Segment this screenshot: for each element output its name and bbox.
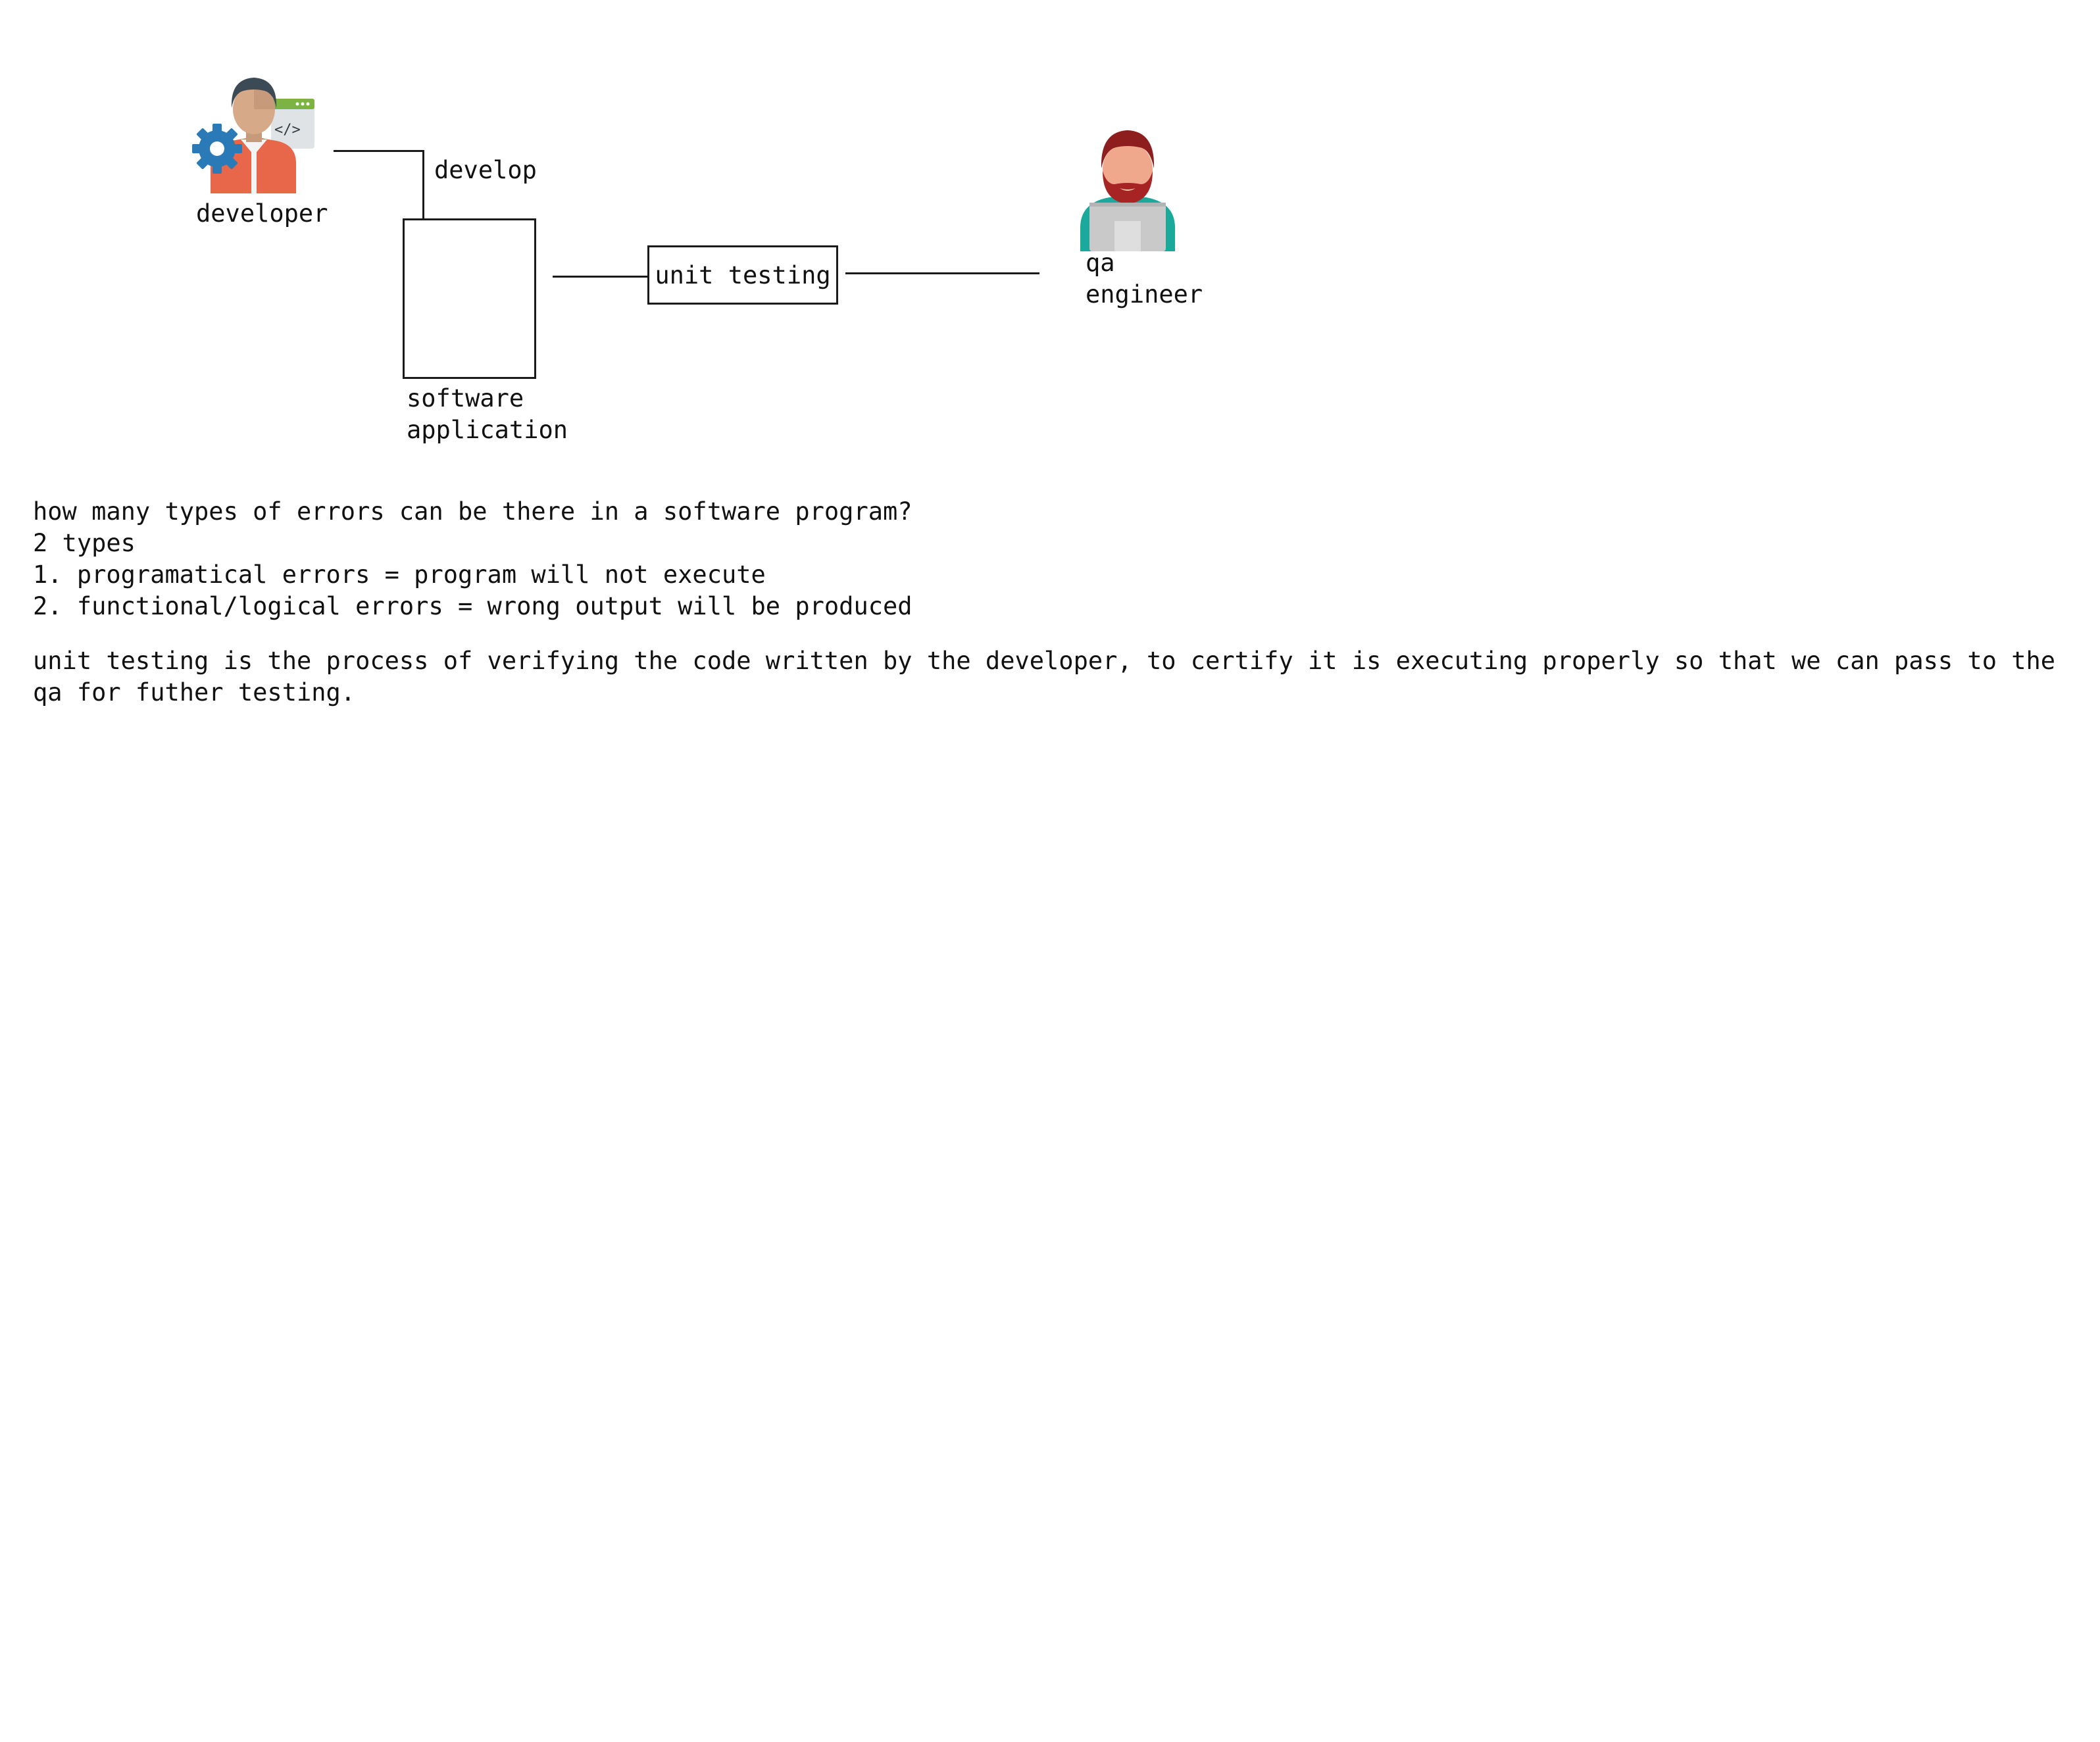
unit-testing-to-qa-connector <box>845 272 1039 274</box>
qa-engineer-label-line2: engineer <box>1086 280 1203 309</box>
unit-testing-label: unit testing <box>655 261 831 289</box>
software-application-label: software application <box>407 383 568 446</box>
errors-notes: how many types of errors can be there in… <box>33 496 913 622</box>
developer-connector-horizontal <box>334 150 424 152</box>
app-to-unit-testing-connector <box>553 276 653 278</box>
develop-edge-label: develop <box>434 156 537 184</box>
developer-label: developer <box>196 199 328 228</box>
errors-answer: 2 types <box>33 529 136 557</box>
qa-engineer-label-line1: qa <box>1086 249 1115 277</box>
unit-testing-definition: unit testing is the process of verifying… <box>33 645 2072 709</box>
developer-connector-vertical <box>422 150 424 218</box>
errors-question: how many types of errors can be there in… <box>33 497 913 526</box>
definition-line-2: qa for futher testing. <box>33 678 356 707</box>
qa-engineer-icon <box>1080 130 1175 251</box>
unit-testing-box: unit testing <box>647 245 838 305</box>
definition-line-1: unit testing is the process of verifying… <box>33 647 2056 675</box>
software-application-label-line1: software <box>407 384 524 412</box>
errors-item-1: 1. programatical errors = program will n… <box>33 560 766 589</box>
software-application-box <box>403 218 536 379</box>
svg-text:</>: </> <box>274 122 301 138</box>
developer-icon: </> <box>192 78 314 193</box>
errors-item-2: 2. functional/logical errors = wrong out… <box>33 592 913 620</box>
qa-engineer-label: qa engineer <box>1086 247 1203 311</box>
software-application-label-line2: application <box>407 416 568 444</box>
